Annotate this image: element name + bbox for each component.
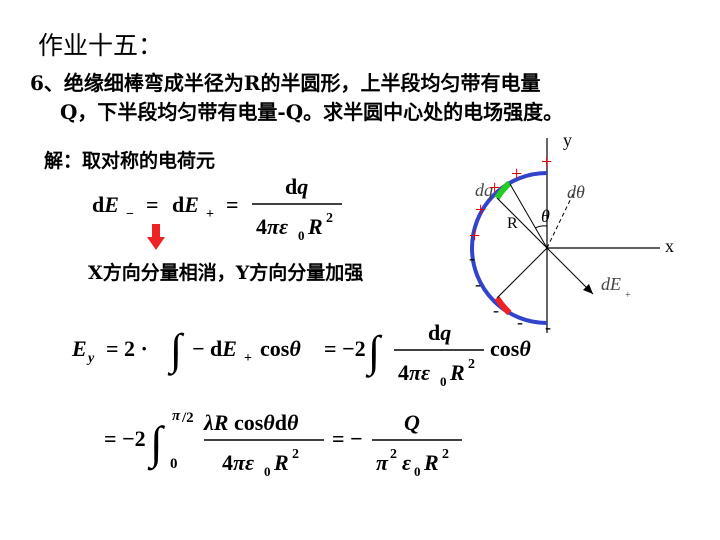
minus-sign: - <box>517 312 523 332</box>
minus-sign: - <box>493 300 499 320</box>
svg-text:4πε: 4πε <box>256 214 288 239</box>
svg-text:2: 2 <box>292 447 299 462</box>
svg-text:+: + <box>206 207 214 222</box>
plus-sign: + <box>489 177 500 199</box>
svg-text:ε: ε <box>402 450 411 475</box>
radius-line-1 <box>509 183 548 249</box>
dtheta-label: dθ <box>567 182 585 202</box>
svg-text:= −2: = −2 <box>104 426 146 451</box>
equation-3: = −2 ∫ π /2 0 λR cosθdθ 4πε 0 R 2 = − Q … <box>104 408 462 479</box>
conclusion-text: X方向分量相消，Y方向分量加强 <box>88 262 364 284</box>
radius-line-2 <box>496 197 548 249</box>
charged-semicircle <box>470 171 548 325</box>
plus-sign: + <box>469 225 480 247</box>
plus-sign: + <box>475 199 486 221</box>
dE-plus-subscript: + <box>625 290 631 301</box>
problem-line-2: Q，下半段均匀带有电量-Q。求半圆中心处的电场强度。 <box>60 100 564 124</box>
svg-text:0: 0 <box>170 456 178 472</box>
x-axis-label: x <box>665 236 674 256</box>
svg-text:+: + <box>244 351 252 366</box>
svg-text:= −: = − <box>332 426 363 451</box>
solution-intro: 解：取对称的电荷元 <box>44 150 216 172</box>
plus-sign: + <box>511 163 522 185</box>
svg-text:2: 2 <box>326 211 333 226</box>
problem-line-1: 6、绝缘细棒弯成半径为R的半圆形，上半段均匀带有电量 <box>30 71 541 95</box>
dtheta-guide <box>546 189 576 249</box>
svg-text:− dE: − dE <box>192 336 237 361</box>
radius-line-3 <box>496 247 548 299</box>
down-arrow-icon <box>147 224 165 250</box>
svg-text:y: y <box>86 351 95 366</box>
svg-text:4πε: 4πε <box>398 360 430 385</box>
svg-text:π: π <box>172 408 181 424</box>
plus-sign: + <box>541 151 552 173</box>
svg-text:/2: /2 <box>181 410 194 426</box>
svg-text:λR cosθdθ: λR cosθdθ <box>203 410 299 435</box>
equation-1: dE − = dE + = dq 4πε 0 R 2 <box>92 174 342 243</box>
minus-sign: - <box>475 274 481 294</box>
svg-text:0: 0 <box>298 228 305 243</box>
svg-text:E: E <box>71 336 87 361</box>
svg-text:R: R <box>273 450 289 475</box>
y-axis-label: y <box>563 130 572 150</box>
equation-2: E y = 2 · ∫ − dE + cosθ = −2 ∫ dq 4πε 0 … <box>71 320 531 389</box>
dE-plus-vector <box>546 247 594 295</box>
svg-text:dq: dq <box>285 174 308 199</box>
theta-label: θ <box>541 206 550 226</box>
dE-plus-label: dE <box>601 274 621 294</box>
svg-text:R: R <box>449 360 465 385</box>
svg-text:π: π <box>376 450 389 475</box>
radius-label: R <box>507 215 518 232</box>
svg-text:0: 0 <box>414 464 421 479</box>
svg-text:cosθ: cosθ <box>490 336 531 361</box>
theta-arc <box>534 225 548 229</box>
negative-charge-element <box>494 296 512 316</box>
svg-text:dE: dE <box>172 192 199 217</box>
svg-text:R: R <box>307 214 323 239</box>
svg-text:= −2: = −2 <box>324 336 366 361</box>
svg-text:∫: ∫ <box>365 327 383 378</box>
svg-text:R: R <box>423 450 439 475</box>
svg-text:−: − <box>126 207 134 222</box>
minus-sign: - <box>545 317 551 337</box>
svg-text:0: 0 <box>264 464 271 479</box>
svg-text:=: = <box>226 192 239 217</box>
positive-charge-element <box>494 180 512 200</box>
minus-sign: - <box>469 248 475 268</box>
svg-text:2: 2 <box>442 447 449 462</box>
semicircle-diagram: y x R θ dq dθ dE + + + + + + - - - - - <box>469 130 674 337</box>
svg-text:dE: dE <box>92 192 119 217</box>
svg-text:=: = <box>146 192 159 217</box>
svg-text:dq: dq <box>428 320 451 345</box>
dE-plus-arrowhead <box>583 284 593 294</box>
svg-text:∫: ∫ <box>167 325 185 376</box>
svg-text:= 2 ·: = 2 · <box>106 336 148 361</box>
svg-text:2: 2 <box>468 357 475 372</box>
svg-text:cosθ: cosθ <box>260 336 301 361</box>
dq-label: dq <box>475 180 493 200</box>
svg-text:0: 0 <box>440 374 447 389</box>
svg-text:2: 2 <box>390 447 397 462</box>
svg-text:Q: Q <box>404 410 420 435</box>
svg-text:4πε: 4πε <box>222 450 254 475</box>
svg-text:∫: ∫ <box>147 417 165 471</box>
slide-title: 作业十五： <box>38 31 164 60</box>
